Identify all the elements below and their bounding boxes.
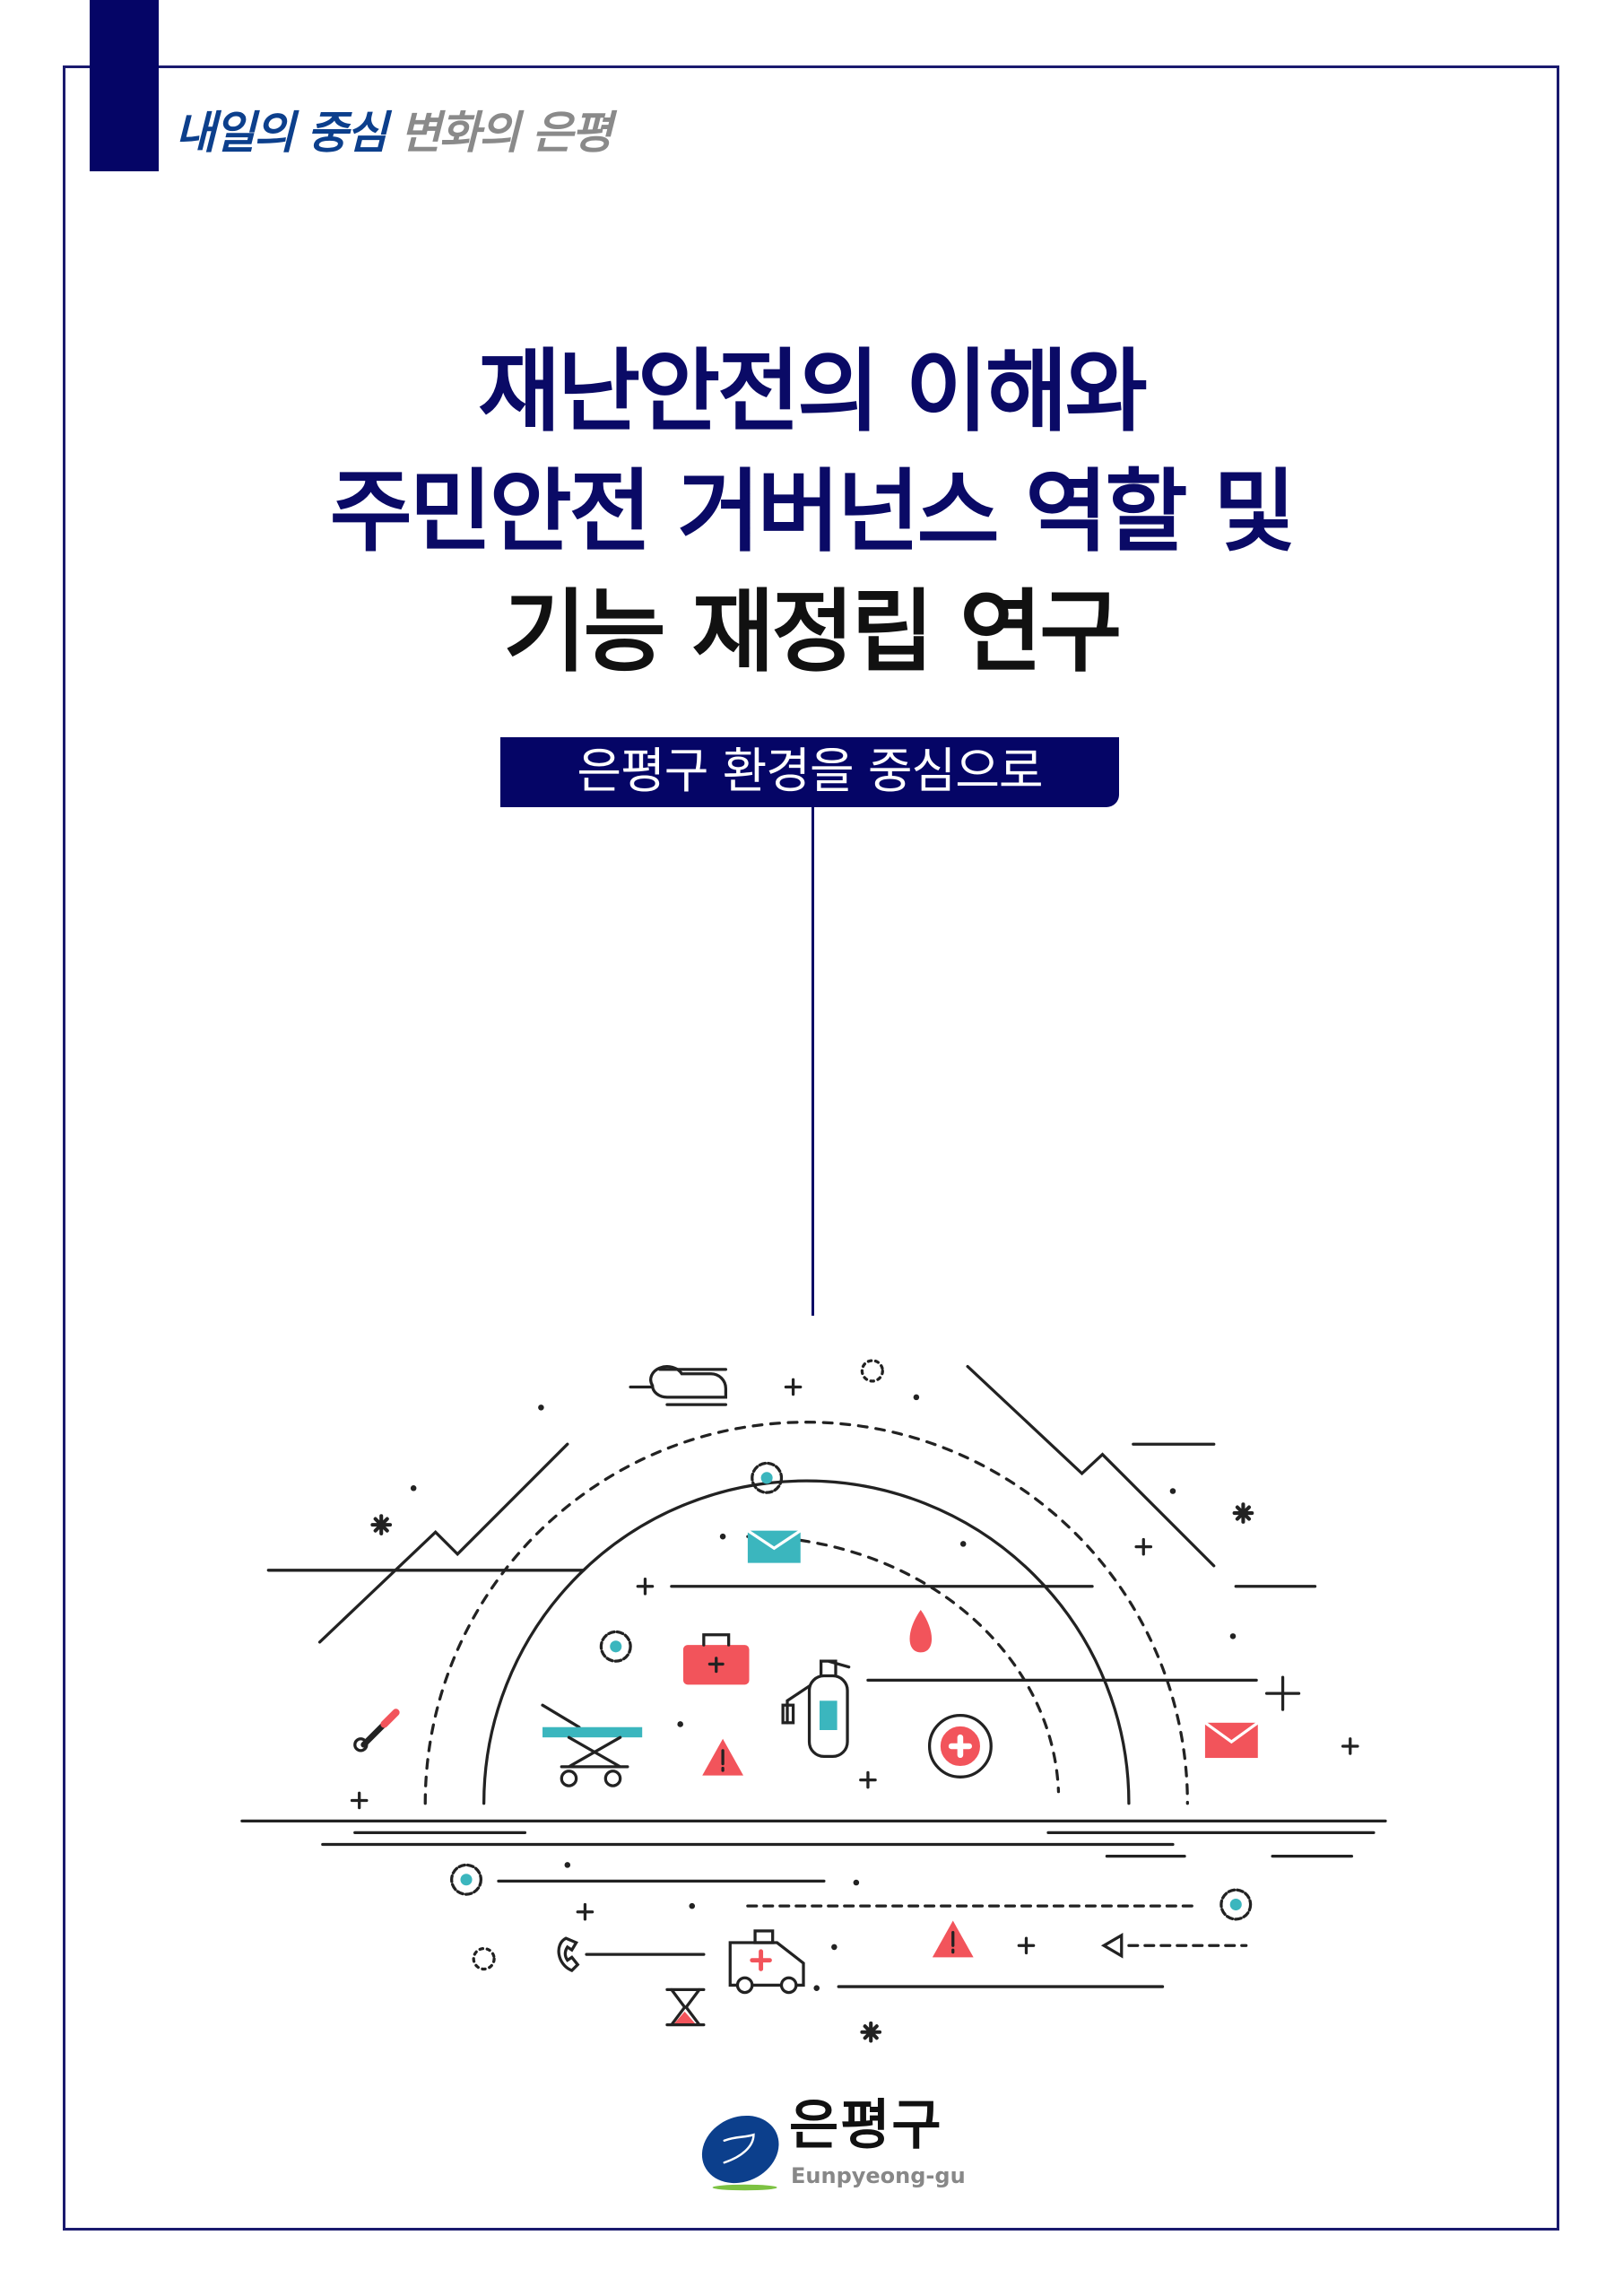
slogan-logo: 내일의 중심 변화의 은평 (175, 106, 612, 160)
first-aid-kit-icon (682, 1633, 750, 1685)
plus-marks (350, 1378, 1359, 1955)
logo-english-text: Eunpyeong-gu (791, 2163, 966, 2188)
hourglass-icon (665, 1987, 706, 2027)
medical-target-icon (927, 1714, 993, 1779)
envelope-icon-red (1203, 1721, 1260, 1759)
asterisk-icons (370, 1502, 1254, 2043)
stretcher-icon (541, 1703, 643, 1787)
vertical-divider (812, 807, 814, 1316)
lines (240, 1364, 1387, 1988)
logo-korean-text: 은평구 (789, 2094, 943, 2157)
blood-drop-icon (909, 1609, 933, 1653)
arcs (423, 1421, 1189, 1805)
sparkle-icons (472, 1359, 884, 1971)
bone-icon (353, 1709, 400, 1752)
subtitle-badge: 은평구 환경을 중심으로 (500, 737, 1119, 807)
header-accent-bar (90, 0, 159, 171)
helicopter-icon (629, 1365, 728, 1406)
eunpyeong-emblem-icon (701, 2115, 779, 2191)
slogan-gray: 변화의 은평 (399, 107, 612, 159)
phone-icon (557, 1936, 580, 1973)
warning-icon (702, 1738, 743, 1776)
slogan-blue: 내일의 중심 (175, 107, 387, 159)
title-line-1: 재난안전의 이해와 (478, 339, 1148, 444)
dots (410, 1394, 1237, 1991)
page-border (63, 65, 1559, 2231)
title-line-3: 기능 재정립 연구 (503, 579, 1123, 684)
ambulance-icon (728, 1929, 805, 1995)
fire-extinguisher-icon (781, 1659, 851, 1759)
gear-icons (450, 1461, 1253, 1921)
title-line-2: 주민안전 거버넌스 역할 및 (329, 459, 1296, 564)
warning-icon (932, 1920, 974, 1958)
document-title: 재난안전의 이해와 주민안전 거버넌스 역할 및 기능 재정립 연구 (0, 332, 1623, 692)
